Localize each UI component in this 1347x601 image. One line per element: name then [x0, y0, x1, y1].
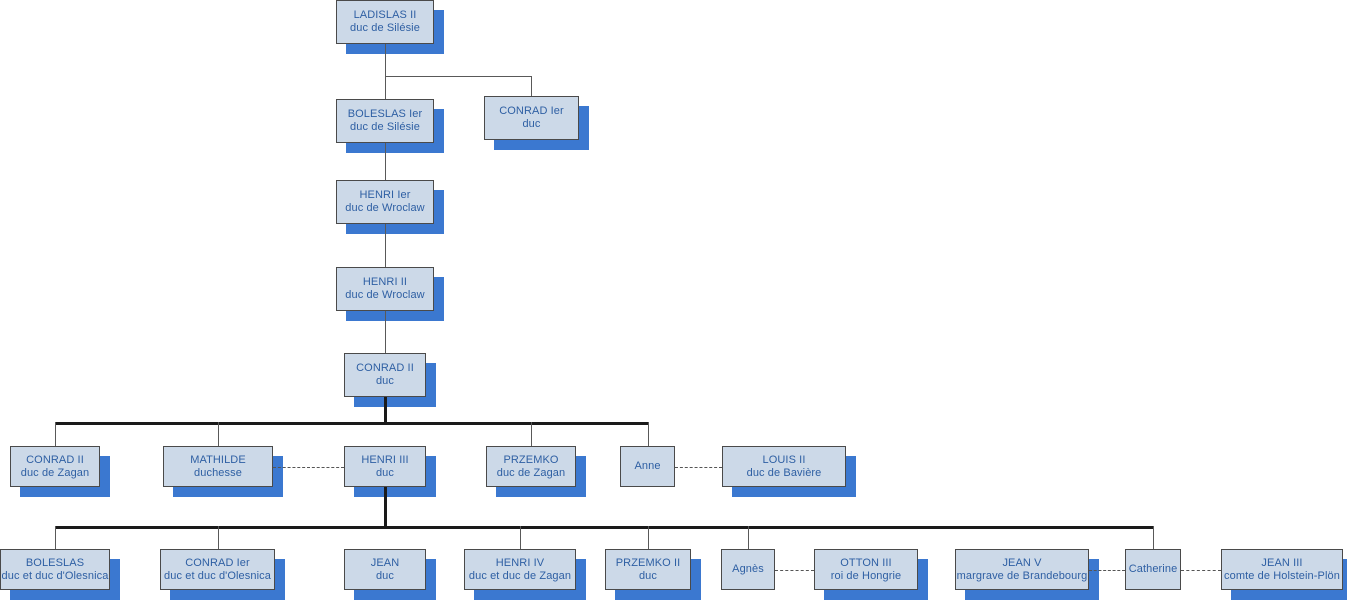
- node-name: PRZEMKO: [503, 453, 559, 466]
- connector-to-anne: [648, 422, 649, 446]
- node-title: duc et duc de Zagan: [468, 569, 572, 582]
- node-name: JEAN III: [1261, 556, 1303, 569]
- node-title: duc de Bavière: [746, 466, 822, 479]
- node-name: Anne: [634, 460, 661, 472]
- node-title: duc: [522, 118, 541, 130]
- node-title: duc de Wroclaw: [345, 202, 425, 214]
- connector-to-przemko: [531, 422, 532, 446]
- connector-to-henri4: [520, 526, 521, 549]
- node-name: HENRI II: [362, 276, 408, 288]
- tree-node-anne[interactable]: Anne: [620, 446, 675, 487]
- node-title: duc: [375, 466, 395, 479]
- node-name: Catherine: [1128, 563, 1178, 575]
- node-title: duc de Wroclaw: [345, 289, 425, 301]
- spouse-link-anne-louis2: [675, 467, 722, 468]
- connector-henri3-down: [384, 487, 387, 528]
- node-title: roi de Hongrie: [830, 569, 902, 582]
- node-name: BOLESLAS Ier: [347, 108, 423, 120]
- node-title: duc: [638, 569, 658, 582]
- node-name: LOUIS II: [762, 453, 806, 466]
- connector-to-boleslas-olesnica: [55, 526, 56, 549]
- node-name: LADISLAS II: [353, 9, 417, 21]
- spouse-link-jean5-catherine: [1089, 570, 1125, 571]
- spouse-link-catherine-jean3: [1181, 570, 1221, 571]
- node-name: BOLESLAS: [25, 556, 85, 569]
- node-name: CONRAD II: [356, 362, 414, 374]
- node-name: OTTON III: [840, 556, 892, 569]
- node-title: duc de Zagan: [496, 466, 566, 479]
- connector-bar-generation-4: [55, 526, 1154, 529]
- node-title: duc de Silésie: [350, 22, 420, 34]
- node-name: HENRI III: [361, 453, 409, 466]
- connector-conrad2-down: [384, 397, 387, 424]
- node-title: duc de Zagan: [20, 466, 90, 479]
- connector-boleslas1-henri1: [385, 143, 386, 180]
- tree-node-catherine[interactable]: Catherine: [1125, 549, 1181, 590]
- node-title: comte de Holstein-Plön: [1224, 569, 1340, 582]
- node-name: HENRI Ier: [359, 189, 411, 201]
- spouse-link-agnes-otton3: [775, 570, 814, 571]
- node-title: margrave de Brandebourg: [956, 569, 1088, 582]
- node-name: JEAN V: [1002, 556, 1042, 569]
- connector-to-conrad2zag: [55, 422, 56, 446]
- node-name: CONRAD Ier: [185, 556, 250, 569]
- node-name: Agnès: [732, 563, 764, 575]
- connector-to-catherine: [1153, 526, 1154, 549]
- connector-to-conrad1-olesnica: [218, 526, 219, 549]
- node-title: duc: [375, 375, 395, 387]
- connector-to-boleslas1: [385, 76, 386, 99]
- tree-node-agnes[interactable]: Agnès: [721, 549, 775, 590]
- node-name: MATHILDE: [190, 453, 246, 466]
- node-name: CONRAD II: [26, 453, 84, 466]
- connector-to-conrad1: [531, 76, 532, 96]
- node-title: duc de Silésie: [350, 121, 420, 133]
- connector-to-przemko2: [648, 526, 649, 549]
- connector-ladislas2-down: [385, 44, 386, 76]
- node-title: duc et duc d'Olesnica: [1, 569, 109, 582]
- connector-bar-generation-3: [55, 422, 649, 425]
- node-title: duc et duc d'Olesnica: [164, 569, 271, 582]
- node-title: duchesse: [194, 466, 242, 479]
- node-name: HENRI IV: [495, 556, 545, 569]
- connector-henri1-henri2: [385, 224, 386, 267]
- node-name: PRZEMKO II: [615, 556, 681, 569]
- spouse-link-mathilde-henri3: [273, 467, 344, 468]
- connector-henri2-conrad2: [385, 311, 386, 353]
- connector-to-mathilde: [218, 422, 219, 446]
- connector-to-agnes: [748, 526, 749, 549]
- node-name: CONRAD Ier: [499, 105, 564, 117]
- node-name: JEAN: [370, 556, 400, 569]
- connector-bar-generation-2: [385, 76, 532, 77]
- node-title: duc: [375, 569, 395, 582]
